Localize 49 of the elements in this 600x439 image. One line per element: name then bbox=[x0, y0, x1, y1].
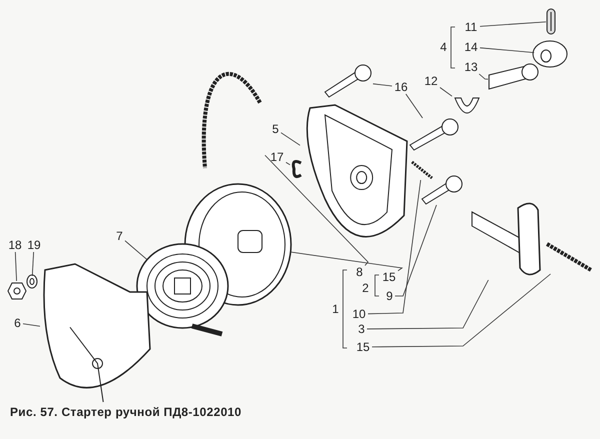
leader-line bbox=[372, 274, 551, 348]
bolt-drawing bbox=[408, 118, 460, 151]
callout-number: 15 bbox=[354, 340, 372, 354]
callout-number: 10 bbox=[350, 307, 368, 321]
callout-number: 15 bbox=[380, 270, 398, 284]
nut-drawing bbox=[7, 281, 27, 301]
leader-line bbox=[405, 94, 423, 118]
washer-drawing bbox=[26, 274, 38, 289]
leader-line bbox=[124, 240, 148, 260]
callout-number: 16 bbox=[392, 80, 410, 94]
callout-number: 13 bbox=[462, 60, 480, 74]
callout-number: 8 bbox=[354, 265, 365, 279]
drill-drawing bbox=[410, 160, 434, 180]
callout-number: 9 bbox=[384, 289, 395, 303]
callout-number: 6 bbox=[12, 316, 23, 330]
callout-number: 14 bbox=[462, 40, 480, 54]
leader-line bbox=[368, 180, 422, 314]
leader-line bbox=[290, 252, 404, 272]
leader-line bbox=[22, 323, 40, 327]
leader-line bbox=[394, 204, 437, 296]
tip-drawing bbox=[545, 242, 595, 274]
callout-number: 17 bbox=[268, 150, 286, 164]
callout-number: 11 bbox=[462, 20, 480, 34]
callout-number: 3 bbox=[356, 322, 367, 336]
leader-line bbox=[480, 47, 534, 53]
bolt-drawing bbox=[420, 175, 464, 205]
leader-line bbox=[264, 154, 369, 266]
callout-number: 2 bbox=[361, 281, 370, 295]
leader-line bbox=[32, 252, 34, 276]
callout-number: 7 bbox=[114, 229, 125, 243]
leader-line bbox=[14, 252, 17, 282]
figure-caption: Рис. 57. Стартер ручной ПД8-1022010 bbox=[10, 405, 242, 419]
callout-number: 1 bbox=[331, 302, 340, 316]
bolt-drawing bbox=[323, 64, 373, 98]
leader-line bbox=[366, 280, 489, 330]
callout-number: 5 bbox=[270, 122, 281, 136]
bush-drawing bbox=[532, 40, 568, 68]
leader-line bbox=[280, 132, 300, 146]
callout-number: 19 bbox=[25, 238, 43, 252]
callout-number: 18 bbox=[6, 238, 24, 252]
leader-line bbox=[480, 21, 546, 27]
callout-number: 4 bbox=[439, 40, 448, 54]
leader-line bbox=[478, 74, 488, 80]
leader-line bbox=[372, 83, 392, 86]
leader-line bbox=[440, 87, 452, 97]
leader-line bbox=[286, 162, 290, 166]
pin-drawing bbox=[546, 8, 556, 35]
ring-drawing bbox=[290, 158, 304, 180]
callout-number: 12 bbox=[422, 74, 440, 88]
